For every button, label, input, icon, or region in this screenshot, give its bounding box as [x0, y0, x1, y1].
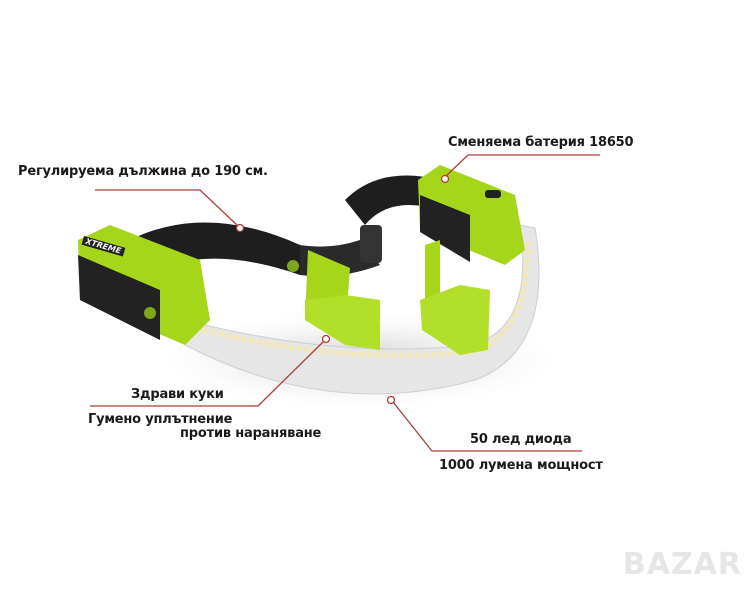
callout-lumens: 1000 лумена мощност: [439, 458, 603, 473]
strap-logo: [287, 260, 299, 272]
strap-buckle: [360, 225, 382, 263]
watermark: BAZAR: [622, 547, 742, 582]
left-housing: [78, 225, 210, 345]
callout-led-count: 50 лед диода: [470, 432, 572, 447]
callout-strong-hooks: Здрави куки: [131, 387, 224, 402]
callout-adjustable-length: Регулируема дължина до 190 см.: [18, 164, 268, 179]
callout-lines: [90, 154, 600, 452]
callout-rubber-seal-1: Гумено уплътнение: [88, 412, 233, 427]
callout-rubber-seal-2: против нараняване: [180, 426, 322, 441]
callout-dots: [235, 174, 450, 405]
right-housing: [418, 165, 525, 265]
hooks: [305, 240, 490, 355]
callout-replaceable-battery: Сменяема батерия 18650: [448, 135, 634, 150]
led-band: [184, 224, 540, 395]
